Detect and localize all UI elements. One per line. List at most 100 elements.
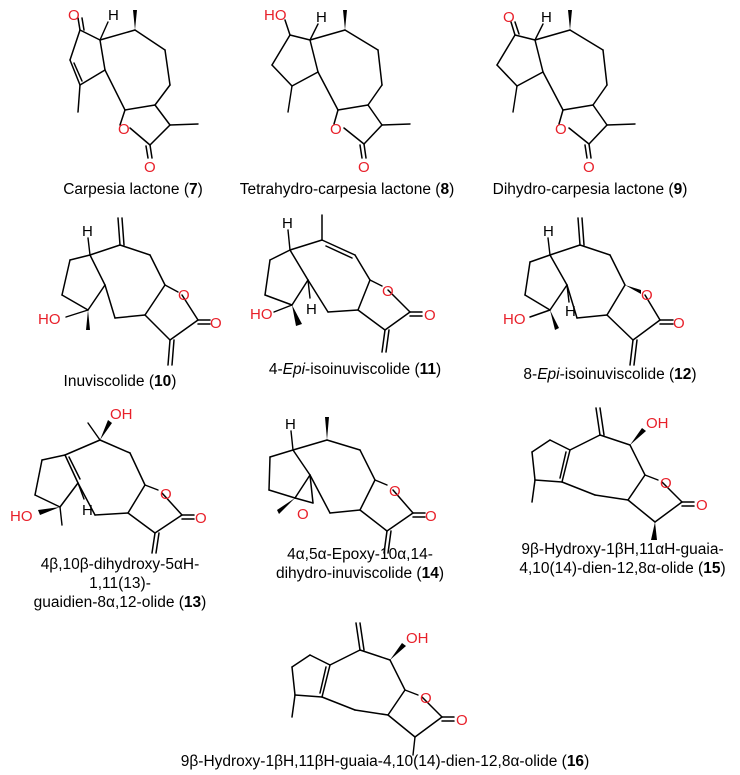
atom-O: O — [555, 121, 567, 138]
caption-16: 9β-Hydroxy-1βH,11βH-guaia-4,10(14)-dien-… — [145, 752, 625, 771]
compound-number: 9 — [673, 181, 683, 198]
caption-text: 4,10(14)-dien-12,8α-olide ( — [519, 560, 704, 577]
caption-suffix: ) — [449, 181, 455, 198]
structure-16: OH O O — [280, 605, 500, 756]
caption-suffix: ) — [438, 565, 444, 582]
atom-HO: HO — [10, 508, 33, 525]
atom-HO: HO — [38, 311, 61, 328]
caption-text: Tetrahydro-carpesia lactone ( — [239, 181, 441, 198]
structure-14: H O O O — [255, 395, 465, 555]
atom-HO: HO — [503, 311, 526, 328]
caption-14: 4α,5α-Epoxy-10α,14- dihydro-inuviscolide… — [250, 545, 470, 583]
atom-H: H — [543, 223, 554, 240]
atom-OH: OH — [646, 415, 669, 432]
atom-O: O — [358, 159, 370, 176]
structure-16-svg: OH O O — [291, 622, 468, 756]
atom-O: O — [583, 159, 595, 176]
structure-15: OH O O — [520, 390, 730, 540]
caption-line: 9β-Hydroxy-1βH,11αH-guaia- — [521, 541, 724, 558]
atom-O: O — [160, 486, 172, 503]
structure-9-svg: O H O O — [496, 9, 636, 176]
caption-8: Tetrahydro-carpesia lactone (8) — [212, 180, 482, 199]
compound-number: 11 — [419, 361, 436, 378]
caption-text: 9β-Hydroxy-1βH,11βH-guaia-4,10(14)-dien-… — [180, 753, 567, 770]
caption-suffix: ) — [720, 560, 726, 577]
caption-suffix: ) — [201, 594, 207, 611]
atom-O: O — [641, 287, 653, 304]
atom-OH: OH — [406, 630, 429, 647]
caption-10: Inuviscolide (10) — [40, 372, 200, 391]
caption-suffix: ) — [436, 361, 442, 378]
structure-14-svg: H O O O — [268, 416, 437, 554]
caption-text: -isoinuviscolide ( — [559, 366, 675, 383]
atom-H: H — [82, 502, 93, 519]
atom-H: H — [316, 9, 327, 26]
atom-O: O — [425, 508, 437, 525]
caption-italic: Epi — [282, 361, 306, 378]
compound-number: 12 — [674, 366, 692, 383]
caption-suffix: ) — [197, 181, 203, 198]
caption-text: guaidien-8α,12-olide ( — [33, 594, 184, 611]
caption-15: 9β-Hydroxy-1βH,11αH-guaia- 4,10(14)-dien… — [510, 540, 735, 578]
atom-O: O — [297, 506, 309, 523]
caption-prefix: 8- — [523, 366, 538, 383]
compound-number: 16 — [566, 753, 585, 770]
atom-O: O — [696, 497, 708, 514]
caption-13: 4β,10β-dihydroxy-5αH- 1,11(13)- guaidien… — [5, 555, 235, 612]
caption-suffix: ) — [682, 181, 688, 198]
atom-H: H — [306, 301, 317, 318]
structure-8: HO H O O — [260, 0, 440, 176]
structure-9: O H O O — [485, 0, 665, 176]
atom-H: H — [108, 7, 119, 24]
atom-O: O — [503, 9, 515, 26]
caption-suffix: ) — [691, 366, 697, 383]
compound-number: 8 — [440, 181, 450, 198]
caption-text: Dihydro-carpesia lactone ( — [492, 181, 674, 198]
caption-text: dihydro-inuviscolide ( — [275, 565, 422, 582]
caption-italic: Epi — [537, 366, 560, 383]
compound-number: 14 — [421, 565, 439, 582]
caption-text: -isoinuviscolide ( — [305, 361, 420, 378]
atom-H: H — [565, 303, 576, 320]
structure-10: H HO O O — [20, 200, 222, 370]
structure-7: O H O O — [40, 0, 220, 176]
atom-H: H — [285, 416, 296, 433]
atom-O: O — [660, 475, 672, 492]
compound-number: 13 — [183, 594, 202, 611]
atom-O: O — [382, 283, 394, 300]
caption-suffix: ) — [584, 753, 590, 770]
caption-7: Carpesia lactone (7) — [38, 180, 228, 199]
structure-7-svg: O H O O — [68, 7, 199, 176]
atom-O: O — [195, 510, 207, 527]
atom-O: O — [144, 159, 156, 176]
compound-number: 10 — [154, 373, 172, 390]
atom-O: O — [118, 121, 130, 138]
caption-line: 4β,10β-dihydroxy-5αH- — [40, 556, 200, 573]
caption-11: 4-Epi-isoinuviscolide (11) — [255, 360, 455, 379]
structure-12: H H HO O O — [495, 200, 695, 370]
caption-text: Carpesia lactone ( — [63, 181, 189, 198]
structure-13-svg: OH HO H O O — [10, 406, 207, 554]
structure-15-svg: OH O O — [531, 407, 708, 540]
atom-H: H — [82, 223, 93, 240]
structure-13: OH HO H O O — [0, 395, 220, 555]
atom-O: O — [330, 121, 342, 138]
atom-OH: OH — [110, 406, 133, 423]
atom-O: O — [68, 7, 80, 24]
caption-line: 4α,5α-Epoxy-10α,14- — [287, 546, 433, 563]
caption-text: Inuviscolide ( — [63, 373, 155, 390]
structure-12-svg: H H HO O O — [503, 217, 685, 366]
caption-9: Dihydro-carpesia lactone (9) — [480, 180, 700, 199]
caption-line: 1,11(13)- — [89, 575, 151, 592]
atom-O: O — [389, 483, 401, 500]
atom-O: O — [420, 690, 432, 707]
atom-H: H — [282, 215, 293, 232]
atom-O: O — [424, 307, 436, 324]
caption-suffix: ) — [171, 373, 177, 390]
atom-O: O — [178, 287, 190, 304]
atom-O: O — [210, 315, 222, 332]
atom-H: H — [541, 9, 552, 26]
atom-O: O — [456, 712, 468, 729]
atom-O: O — [673, 315, 685, 332]
structure-8-svg: HO H O O — [264, 7, 411, 176]
